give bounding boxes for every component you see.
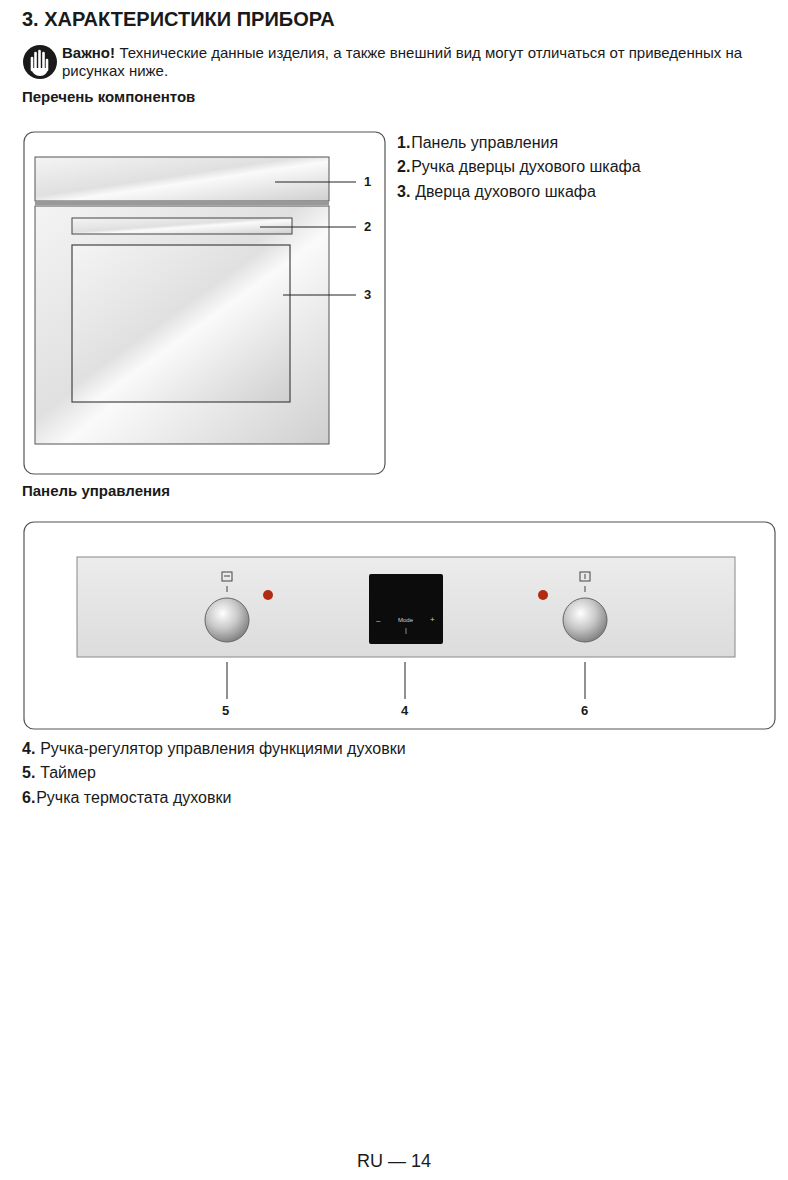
list-number: 3. [397,183,415,200]
text-line: 6 [581,703,588,719]
text-line: 5 [222,703,229,719]
page-number: RU — 14 [357,1151,431,1171]
display-symbol: + [430,615,435,624]
part-name: Панель управления [411,134,558,151]
text-line: 2 [364,219,371,235]
callout-number: 2 [364,219,371,234]
list-number: 5. [22,764,40,781]
list-number: 2. [397,158,411,175]
part-name: Дверца духового шкафа [415,183,596,200]
display-symbol: – [376,616,380,625]
text-line: 1 [364,174,371,190]
text-line: 4 [401,703,408,719]
text-line: 4.Ручка-регулятор управления функциями д… [22,739,406,758]
text-line: + [430,615,435,625]
part-name: Ручка-регулятор управления функциями дух… [40,740,405,757]
callout-number: 5 [222,703,229,718]
text-line: 3.Дверца духового шкафа [397,182,596,201]
text-line: 2.Ручка дверцы духового шкафа [397,157,641,176]
warning-icon [23,45,57,79]
leader-lines [227,662,585,699]
text-line: Перечень компонентов [22,88,195,106]
figure-frame [24,132,385,474]
callout-number: 3 [364,287,371,302]
note-line: Важно!Технические данные изделия, а такж… [62,44,777,80]
part-name: Ручка дверцы духового шкафа [411,158,641,175]
text-line: – [376,616,380,626]
part-name: Таймер [40,764,96,781]
text-line: 6.Ручка термостата духовки [22,788,231,807]
display-label: Mode [398,617,413,623]
list-number: 4. [22,740,40,757]
leader-lines [260,182,356,295]
part-name: Ручка термостата духовки [36,789,231,806]
list-number: 6. [22,789,36,806]
section-heading: Панель управления [22,482,170,499]
text-line: Панель управления [22,482,170,500]
oven-drawing [35,157,329,444]
callout-number: 6 [581,703,588,718]
control-panel-drawing [77,557,735,657]
text-line: Mode [398,617,413,624]
title-line: 3. ХАРАКТЕРИСТИКИ ПРИБОРА [22,7,335,31]
section-title: 3. ХАРАКТЕРИСТИКИ ПРИБОРА [22,8,335,30]
list-number: 1. [397,134,411,151]
callout-number: 4 [401,703,408,718]
text-line: 5.Таймер [22,763,96,782]
note-label: Важно! [62,44,120,61]
note-text: Технические данные изделия, а также внеш… [62,44,742,79]
text-line: 1.Панель управления [397,133,558,152]
callout-number: 1 [364,174,371,189]
section-heading: Перечень компонентов [22,88,195,105]
figure-frame [24,522,775,729]
text-line: RU — 14 [357,1151,431,1173]
text-line: 3 [364,287,371,303]
